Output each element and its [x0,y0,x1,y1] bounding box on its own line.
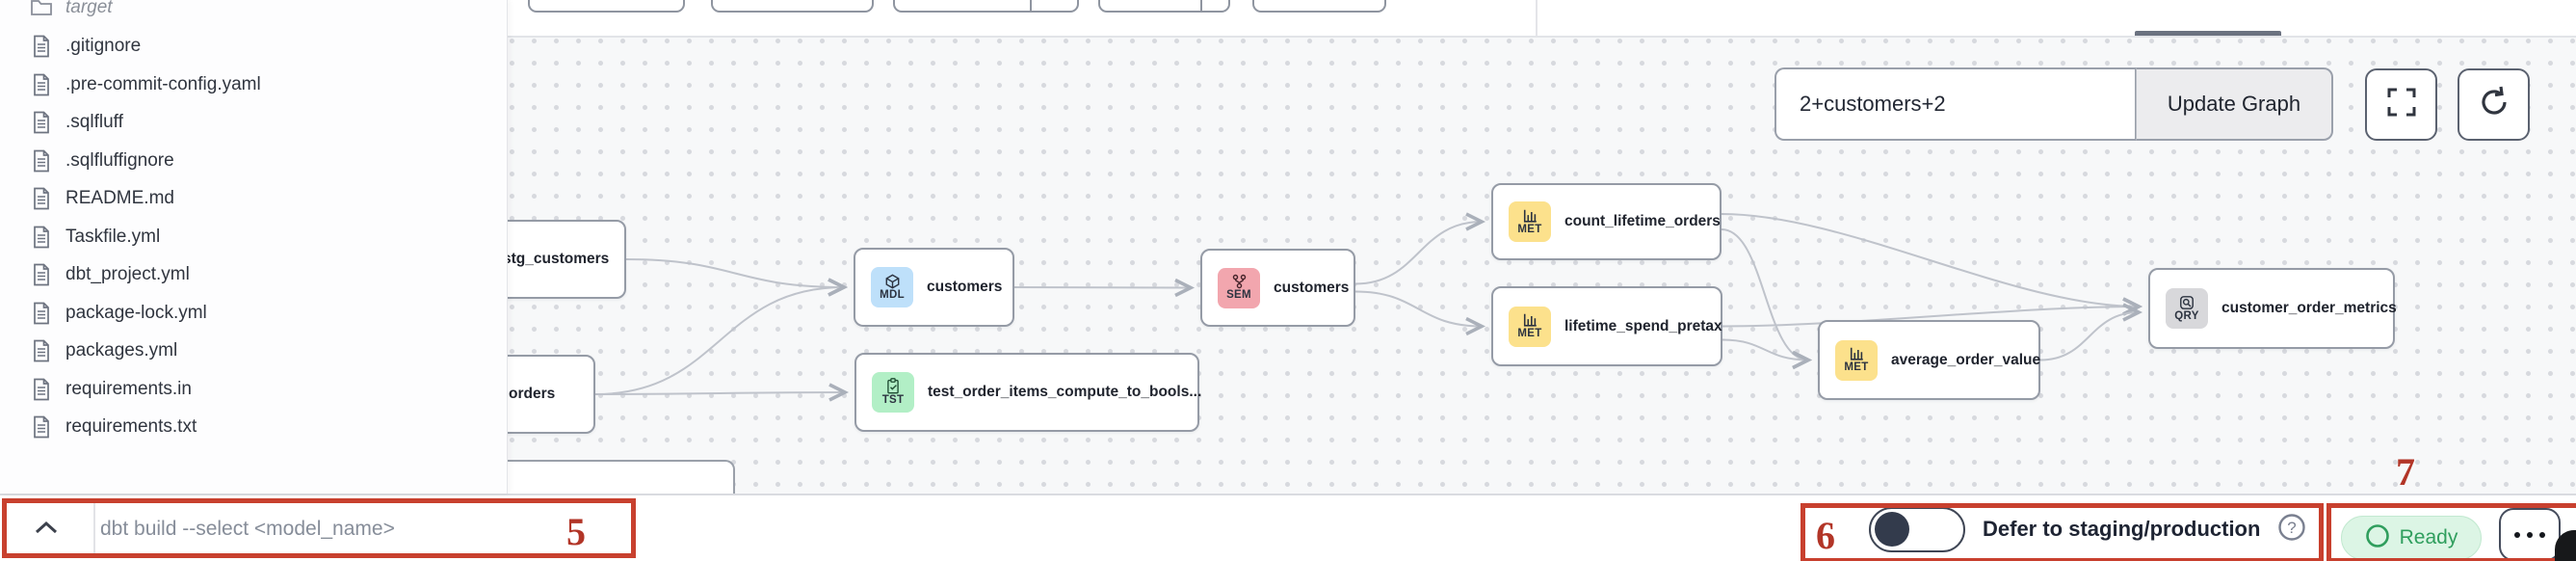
expand-command-bar-button[interactable] [17,495,75,561]
file-icon [29,149,54,173]
ellipsis-icon [2514,531,2545,538]
cube-icon: MDL [871,267,913,307]
refresh-icon [2477,85,2511,124]
clipped-toolbar-button[interactable] [1098,0,1230,13]
clipboard-check-icon: TST [872,372,914,413]
fullscreen-button[interactable] [2365,68,2437,141]
fullscreen-icon [2385,86,2418,123]
clipped-toolbar-button[interactable] [893,0,1079,13]
file-icon [29,263,54,286]
corner-cursor-artifact [2555,530,2576,561]
file-icon [29,415,54,439]
command-bar: dbt build --select <model_name> Defer to… [0,494,2576,561]
status-circle-icon [2365,523,2390,553]
status-label: Ready [2399,526,2458,548]
query-icon: QRY [2166,288,2208,329]
file-item-package-lock-yml[interactable]: package-lock.yml [0,294,507,333]
clipped-panel [506,460,735,498]
chevron-up-icon [34,520,59,540]
bar-chart-icon: MET [1509,201,1551,242]
help-icon[interactable]: ? [2277,513,2306,547]
file-item-dbt-project-yml[interactable]: dbt_project.yml [0,255,507,294]
file-icon [29,111,54,134]
file-item-taskfile-yml[interactable]: Taskfile.yml [0,218,507,256]
bar-chart-icon: MET [1509,306,1551,347]
file-item-packages-yml[interactable]: packages.yml [0,332,507,370]
file-icon [29,187,54,210]
folder-item-target[interactable]: target [0,0,507,27]
clipped-toolbar-button[interactable] [528,0,685,13]
toolbar-divider [1536,0,1538,36]
file-explorer-sidebar: target.gitignore.pre-commit-config.yaml.… [0,0,508,494]
file-item-requirements-in[interactable]: requirements.in [0,370,507,409]
file-item--sqlfluffignore[interactable]: .sqlfluffignore [0,142,507,180]
file-item-readme-md[interactable]: README.md [0,179,507,218]
branch-icon: SEM [1218,267,1260,308]
status-badge[interactable]: Ready [2341,516,2482,560]
file-item--pre-commit-config-yaml[interactable]: .pre-commit-config.yaml [0,66,507,104]
file-item--gitignore[interactable]: .gitignore [0,27,507,66]
file-icon [29,378,54,401]
update-graph-button[interactable]: Update Graph [2136,67,2333,141]
svg-text:?: ? [2288,519,2297,537]
clipped-toolbar-button[interactable] [1252,0,1386,13]
file-icon [29,73,54,96]
clipped-toolbar-button[interactable] [711,0,874,13]
bar-chart-icon: MET [1835,339,1878,381]
active-tab-underline [2135,31,2281,36]
file-icon [29,302,54,325]
file-icon [29,339,54,362]
more-options-button[interactable] [2499,508,2561,561]
command-bar-divider [93,503,95,557]
defer-label: Defer to staging/production [1983,517,2261,541]
file-item-requirements-txt[interactable]: requirements.txt [0,408,507,446]
file-item--sqlfluff[interactable]: .sqlfluff [0,103,507,142]
folder-icon [29,0,54,17]
graph-selector-input[interactable]: 2+customers+2 [1774,67,2136,141]
defer-toggle[interactable] [1869,506,1965,552]
command-input[interactable]: dbt build --select <model_name> [100,518,395,540]
file-icon [29,226,54,249]
toggle-knob [1875,512,1909,547]
refresh-button[interactable] [2458,68,2530,141]
file-icon [29,35,54,58]
